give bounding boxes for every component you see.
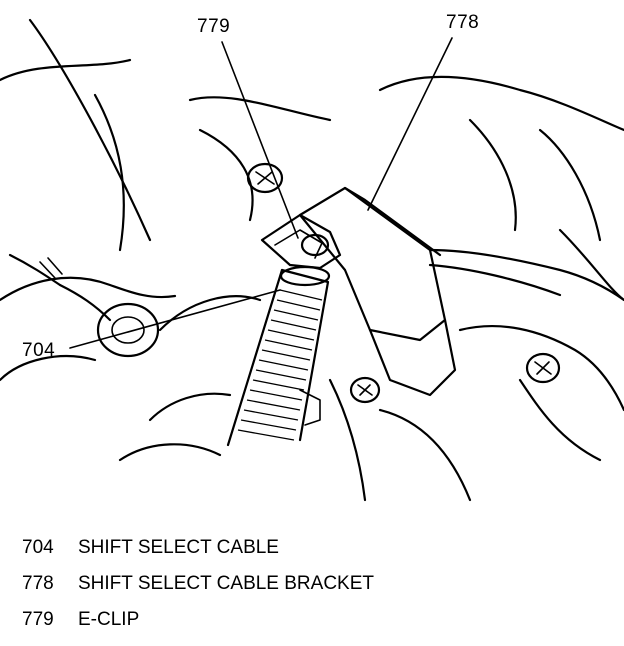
callout-778: 778	[446, 12, 480, 33]
legend-row-704: 704 SHIFT SELECT CABLE	[22, 530, 374, 566]
ring-grommet	[8, 253, 160, 358]
leader-lines	[69, 37, 453, 349]
bolt-right	[525, 352, 561, 384]
callout-779: 779	[197, 16, 231, 37]
cable-bracket	[298, 186, 624, 404]
legend-row-779: 779 E-CLIP	[22, 602, 374, 638]
line-drawing	[0, 18, 624, 502]
callout-704: 704	[22, 340, 56, 361]
legend-number: 778	[22, 573, 54, 594]
leader-779	[221, 41, 299, 239]
legend-text: E-CLIP	[78, 609, 140, 630]
legend-number: 779	[22, 609, 54, 630]
parts-legend: 704 SHIFT SELECT CABLE 778 SHIFT SELECT …	[22, 530, 374, 638]
legend-number: 704	[22, 537, 54, 558]
legend-text: SHIFT SELECT CABLE	[78, 537, 279, 558]
transmission-housing	[0, 18, 624, 502]
legend-row-778: 778 SHIFT SELECT CABLE BRACKET	[22, 566, 374, 602]
shift-select-cable	[226, 265, 331, 447]
leader-778	[367, 37, 453, 211]
shift-cable-illustration	[0, 18, 624, 502]
leader-704	[69, 289, 281, 349]
legend-text: SHIFT SELECT CABLE BRACKET	[78, 573, 374, 594]
bolt-top	[246, 162, 284, 194]
e-clip	[260, 213, 342, 270]
